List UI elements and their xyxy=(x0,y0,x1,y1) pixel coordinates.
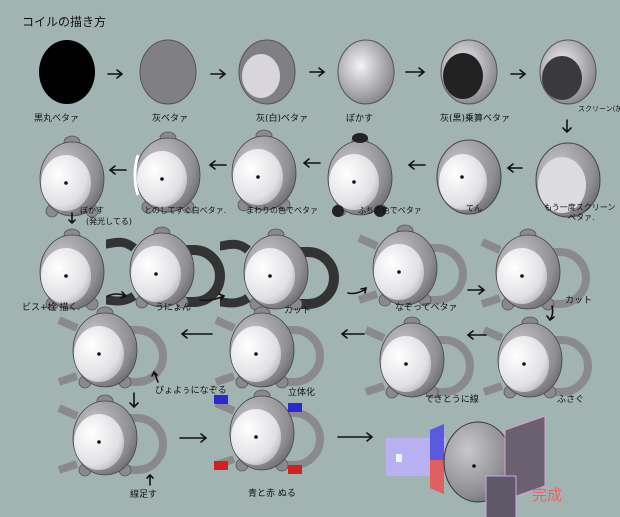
arrow-right-icon xyxy=(107,291,128,299)
arrow-right-icon xyxy=(107,69,124,79)
label-step-13: ビス+栓 描く. xyxy=(22,301,80,313)
label-step-14: うにょん xyxy=(155,302,191,313)
step-screen xyxy=(539,39,597,105)
label-step-16: なぞってベタァ xyxy=(395,302,458,313)
arrow-down-icon xyxy=(546,305,555,322)
label-step-6: スクリーン(灰)ベタァ xyxy=(578,104,620,113)
finished-illustration xyxy=(386,415,546,517)
step-white-highlight xyxy=(133,131,201,214)
label-step-3: 灰(白)ベタァ xyxy=(256,112,308,124)
label-complete: 完成 xyxy=(532,486,562,504)
label-step-4: ぼかす xyxy=(346,113,373,124)
step-add-lines xyxy=(59,394,163,477)
arrow-left-icon xyxy=(340,329,365,339)
arrow-down-icon xyxy=(68,212,76,225)
label-step-12a: ぼかす xyxy=(80,206,104,215)
step-dot xyxy=(436,139,502,215)
arrow-left-icon xyxy=(302,158,321,168)
arrow-left-icon xyxy=(506,163,523,173)
label-step-18: ふさぐ xyxy=(557,394,584,405)
arrow-right-icon xyxy=(337,432,374,442)
step-arms-sketch xyxy=(106,226,220,309)
label-step-10: まわりの色でベタァ xyxy=(246,205,318,215)
step-rim-color xyxy=(327,133,393,217)
step-rough-lines xyxy=(366,316,470,399)
label-step-23: 青と赤 ぬる xyxy=(248,487,296,499)
step-blur xyxy=(337,39,395,105)
step-multiply xyxy=(440,39,498,105)
step-close xyxy=(484,316,588,399)
step-trace-smooth xyxy=(59,306,163,389)
arrow-right-icon xyxy=(405,67,426,77)
label-step-17: カット xyxy=(565,295,592,306)
arrow-down-icon xyxy=(129,392,139,409)
arrow-right-icon xyxy=(199,293,226,302)
step-arms-trace xyxy=(359,224,463,307)
arrow-left-icon xyxy=(407,160,426,170)
step-arms-cut xyxy=(220,228,334,311)
arrow-right-icon xyxy=(347,286,368,295)
step-screws xyxy=(39,228,105,311)
page-title: コイルの描き方 xyxy=(22,14,106,29)
arrow-right-icon xyxy=(309,67,326,77)
label-step-11: とのしてすぐ白ベタァ. xyxy=(144,205,226,215)
step-3d xyxy=(216,306,320,389)
arrow-right-icon xyxy=(510,69,527,79)
arrow-down-icon xyxy=(562,119,572,134)
step-screen-again xyxy=(535,142,601,218)
step-black-circle xyxy=(39,40,95,104)
step-gray-white-fill xyxy=(238,39,296,105)
step-gray-fill xyxy=(139,39,197,105)
arrow-up-icon xyxy=(151,370,159,383)
label-step-19: てきとうに線 xyxy=(425,393,479,405)
label-step-2: 灰ベタァ xyxy=(152,112,188,124)
label-step-1: 黒丸ベタァ xyxy=(34,112,79,124)
label-step-20: 立体化 xyxy=(288,386,315,398)
label-step-8: てん xyxy=(466,204,482,213)
arrow-right-icon xyxy=(179,433,208,443)
step-blur-glow xyxy=(39,135,105,218)
step-surround-color xyxy=(231,129,297,212)
label-step-7a: もう一度スクリーン xyxy=(544,202,615,212)
step-paint-blue-red xyxy=(214,389,320,474)
label-step-7b: ベタァ. xyxy=(568,213,595,222)
label-step-9: ふちの色でベタァ xyxy=(358,205,422,215)
arrow-left-icon xyxy=(466,330,487,340)
arrow-right-icon xyxy=(210,69,227,79)
label-step-15: カット xyxy=(284,305,311,316)
arrow-left-icon xyxy=(108,165,127,175)
label-step-22: 線足す xyxy=(130,488,157,500)
arrow-left-icon xyxy=(180,329,213,339)
label-step-21: ぴょよぅになぞる xyxy=(155,385,227,396)
arrow-up-icon xyxy=(146,473,154,486)
label-step-12b: (発光してる) xyxy=(86,216,132,226)
arrow-right-icon xyxy=(467,285,486,295)
label-step-5: 灰(黒)乗算ベタァ xyxy=(440,112,510,124)
arrow-left-icon xyxy=(208,160,227,170)
